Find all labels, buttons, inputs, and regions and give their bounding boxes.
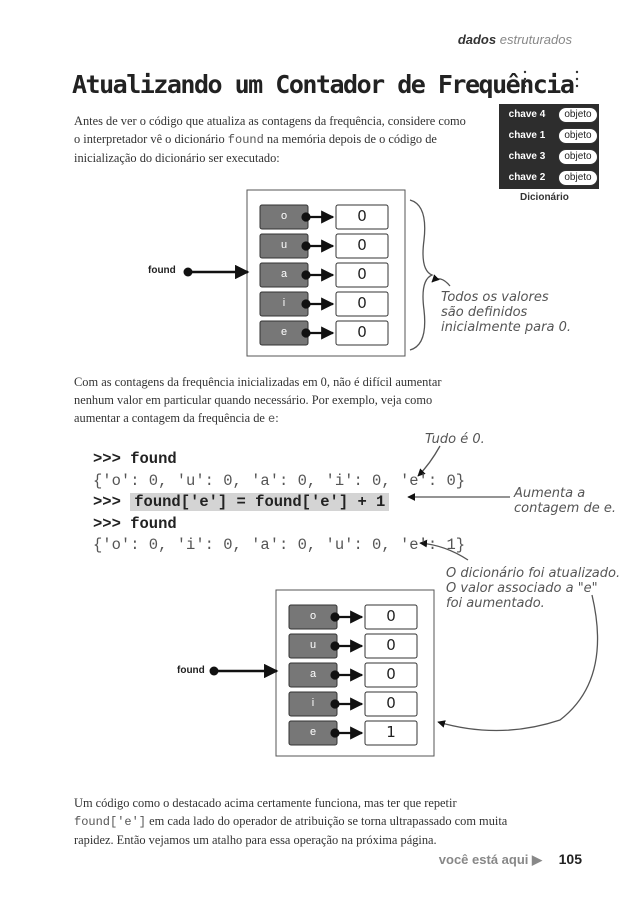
section-header: dados estruturados (457, 32, 572, 47)
intro-paragraph: Antes de ver o código que atualiza as co… (74, 114, 466, 165)
diagram1-keys (259, 204, 309, 346)
dict-row: chave 1 objeto (499, 125, 599, 147)
initial-values-note: Todos os valores são definidos inicialme… (441, 290, 571, 335)
found-label-2: found (177, 665, 205, 676)
highlighted-code: found['e'] = found['e'] + 1 (130, 493, 390, 511)
dict-row: chave 4 objeto (499, 104, 599, 126)
mid-paragraph: Com as contagens da frequência inicializ… (74, 375, 442, 426)
diagram1-values (335, 204, 389, 346)
table-continuation-dots (523, 70, 579, 88)
diagram2-values (364, 604, 418, 746)
updated-note: O dicionário foi atualizado. O valor ass… (446, 566, 621, 611)
code-block: >>> found {'o': 0, 'u': 0, 'a': 0, 'i': … (93, 450, 466, 554)
diagram2-keys (288, 604, 338, 746)
dictionary-caption: Dicionário (520, 192, 569, 203)
dict-row: chave 2 objeto (499, 167, 599, 189)
dict-row: chave 3 objeto (499, 146, 599, 168)
increment-note: Aumenta a contagem de e. (514, 486, 616, 516)
all-zero-note: Tudo é 0. (425, 432, 485, 447)
page-number: 105 (558, 851, 582, 867)
found-label: found (148, 265, 176, 276)
page-title: Atualizando um Contador de Frequência (72, 70, 575, 99)
footer-text: você está aqui ▶ (438, 852, 542, 867)
closing-paragraph: Um código como o destacado acima certame… (74, 796, 508, 847)
